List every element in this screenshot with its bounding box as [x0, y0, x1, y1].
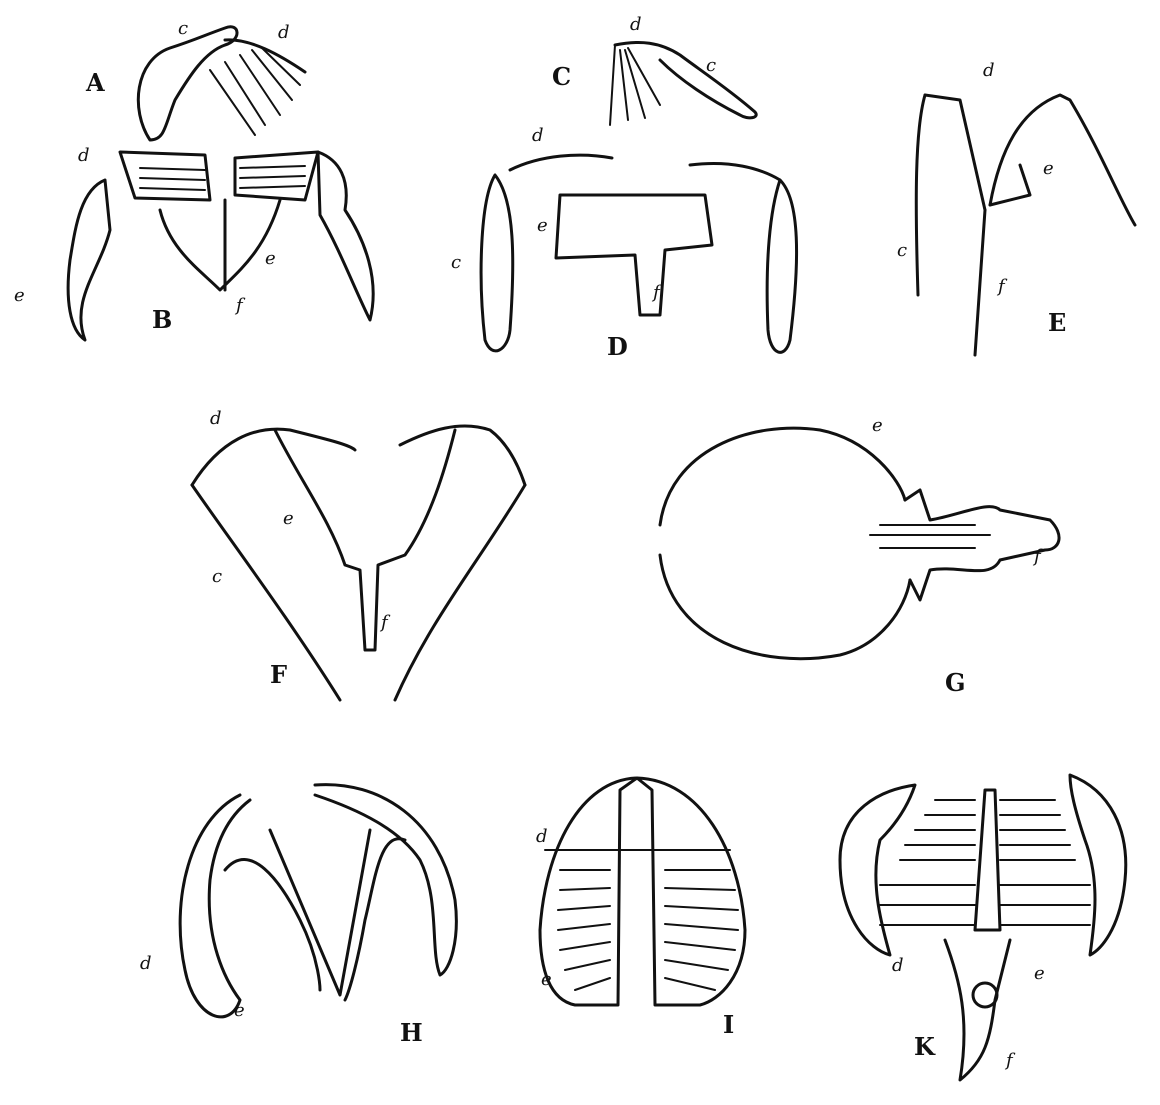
part-label: e	[265, 248, 276, 269]
figure-label-a: A	[86, 68, 105, 97]
figure-label-d: D	[607, 332, 628, 361]
figure-label-i: I	[723, 1010, 735, 1039]
part-label: d	[892, 955, 904, 976]
part-label: e	[234, 1000, 245, 1021]
figure-c-drawing	[609, 40, 758, 126]
figure-label-g: G	[945, 668, 966, 697]
part-label: e	[537, 215, 548, 236]
part-label: e	[872, 415, 883, 436]
figure-a-drawing	[136, 25, 307, 142]
figure-label-e: E	[1048, 308, 1067, 337]
figure-i-drawing	[538, 776, 747, 1007]
part-label: f	[1034, 546, 1041, 567]
figure-g-drawing	[658, 426, 1061, 661]
part-label: d	[210, 408, 222, 429]
part-label: c	[178, 18, 189, 39]
figure-label-k: K	[914, 1032, 935, 1061]
part-label: c	[212, 566, 223, 587]
part-label: e	[1043, 158, 1054, 179]
figure-k-drawing	[838, 773, 1128, 1082]
part-label: c	[451, 252, 462, 273]
part-label: e	[1034, 963, 1045, 984]
figure-f-drawing	[190, 424, 527, 702]
part-label: d	[983, 60, 995, 81]
part-label: d	[278, 22, 290, 43]
part-label: d	[78, 145, 90, 166]
part-label: f	[236, 295, 243, 316]
figure-label-f: F	[270, 660, 288, 689]
part-label: e	[283, 508, 294, 529]
part-label: f	[998, 276, 1005, 297]
figure-h-drawing	[178, 783, 458, 1019]
figure-e-drawing	[914, 93, 1137, 357]
figure-d-drawing	[479, 153, 799, 354]
figure-label-b: B	[152, 305, 173, 334]
part-label: f	[1006, 1050, 1013, 1071]
figure-b-drawing	[66, 150, 375, 342]
part-label: e	[14, 285, 25, 306]
part-label: f	[653, 282, 660, 303]
part-label: d	[532, 125, 544, 146]
part-label: c	[897, 240, 908, 261]
part-label: f	[381, 612, 388, 633]
part-label: d	[536, 826, 548, 847]
part-label: c	[706, 55, 717, 76]
figure-label-h: H	[400, 1018, 423, 1047]
figure-label-c: C	[552, 62, 572, 91]
part-label: d	[630, 14, 642, 35]
part-label: e	[541, 969, 552, 990]
part-label: d	[140, 953, 152, 974]
